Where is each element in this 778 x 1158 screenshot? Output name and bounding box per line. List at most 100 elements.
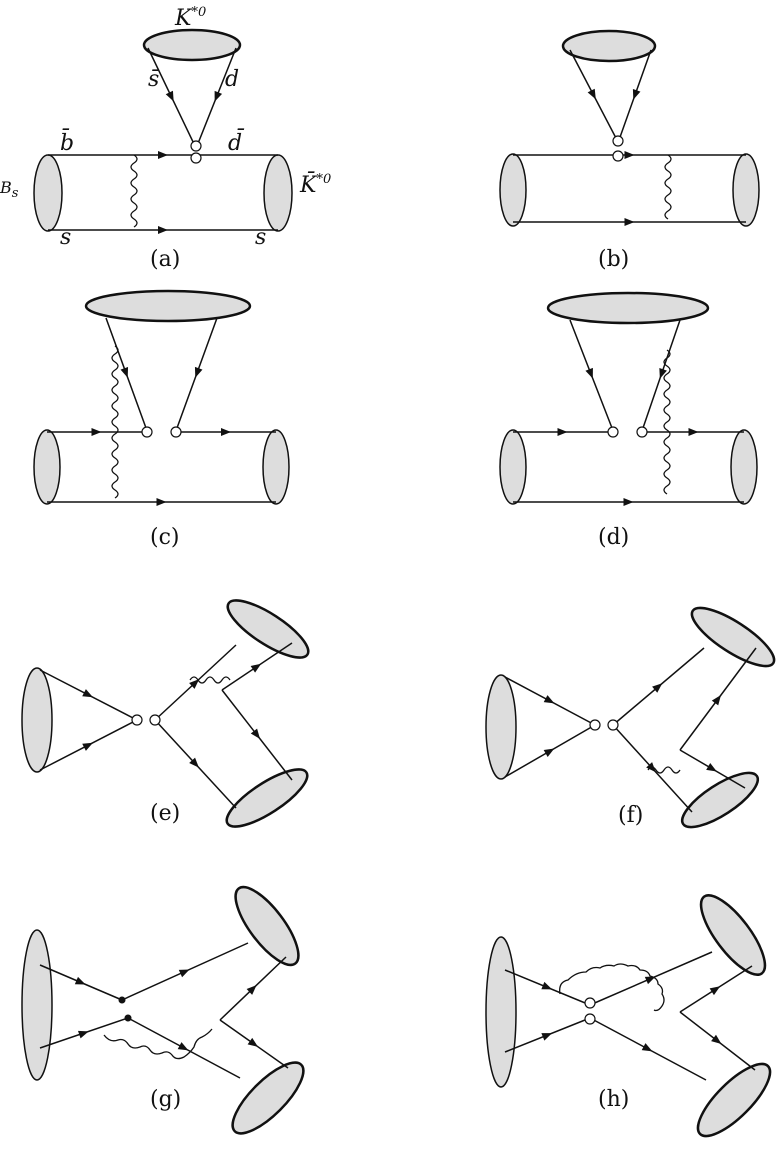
label-dbar: d̄	[228, 128, 245, 156]
meson-left-c	[33, 429, 61, 505]
label-bs: Bs	[0, 178, 19, 201]
arrowhead	[541, 1033, 553, 1041]
panel-d: (d)	[499, 291, 758, 550]
panel-caption-g: (g)	[150, 1087, 181, 1112]
meson-top-a	[142, 28, 242, 62]
vertex-dot	[118, 996, 126, 1004]
arrowhead	[177, 1042, 189, 1051]
arrowhead	[74, 976, 86, 985]
panel-e: (e)	[21, 599, 310, 828]
panel-caption-a: (a)	[150, 247, 180, 272]
panel-g: (g)	[21, 885, 305, 1135]
meson-right-a	[263, 154, 293, 232]
label-s-right: s	[255, 225, 266, 250]
arrowhead	[189, 679, 200, 689]
arrowhead	[189, 757, 199, 768]
arrowhead	[250, 728, 261, 739]
arrowhead	[659, 367, 667, 379]
gluon-line	[664, 154, 672, 220]
arrowhead	[541, 981, 553, 990]
meson-left-h	[485, 936, 517, 1088]
gluon-line	[111, 345, 119, 499]
meson-upper-right-h	[699, 894, 767, 976]
meson-left-g	[21, 929, 53, 1081]
arrowhead	[644, 976, 656, 985]
arrowhead	[158, 151, 168, 159]
label-d: d	[225, 67, 239, 92]
meson-lower-right-g	[231, 1061, 305, 1135]
meson-top-b	[561, 29, 657, 63]
panel-a: K*0 s̄ d b̄ d̄ Bs K̄*0 s s (a)	[0, 5, 331, 272]
vertex-otimes	[607, 719, 619, 731]
meson-left-b	[499, 153, 527, 227]
label-sbar: s̄	[148, 67, 159, 92]
meson-upper-right-f	[690, 606, 776, 668]
vertex-otimes	[190, 152, 202, 164]
panel-caption-h: (h)	[598, 1087, 629, 1112]
panel-f: (f)	[485, 606, 776, 829]
arrowhead	[709, 986, 721, 996]
arrowhead	[247, 1037, 259, 1047]
arrowhead	[688, 428, 699, 436]
gluon-line	[130, 154, 138, 228]
arrowhead	[641, 1043, 653, 1052]
label-bbar: b̄	[60, 128, 74, 156]
arrowhead	[624, 218, 635, 226]
arrowhead	[91, 428, 102, 436]
meson-right-b	[732, 153, 760, 227]
vertex-otimes	[612, 150, 624, 162]
meson-lower-right-e	[225, 768, 309, 828]
arrowhead	[77, 1030, 89, 1039]
meson-left-f	[485, 674, 517, 780]
label-s-left: s	[60, 225, 71, 250]
arrowhead	[194, 366, 203, 378]
panel-caption-d: (d)	[598, 525, 629, 550]
vertex-otimes	[149, 714, 161, 726]
label-kstar0: K*0	[174, 5, 206, 31]
panel-b: (b)	[499, 29, 760, 272]
gluon-line	[663, 349, 671, 495]
arrowhead	[623, 498, 634, 506]
vertex-otimes	[584, 997, 596, 1009]
arrowhead	[82, 689, 93, 698]
arrowhead	[221, 428, 231, 436]
arrowhead	[82, 742, 93, 751]
panel-caption-f: (f)	[618, 803, 643, 828]
arrowhead	[646, 762, 656, 773]
meson-right-d	[730, 429, 758, 505]
meson-left-a	[33, 154, 63, 232]
panel-c: (c)	[33, 289, 290, 550]
vertex-otimes	[190, 140, 202, 152]
arrowhead	[246, 985, 257, 995]
gluon-line	[559, 963, 665, 1012]
meson-left-d	[499, 429, 527, 505]
vertex-otimes	[141, 426, 153, 438]
meson-top-c	[84, 289, 252, 323]
arrowhead	[585, 367, 593, 379]
arrowhead	[624, 151, 635, 159]
arrowhead	[706, 763, 717, 772]
arrowhead	[250, 663, 262, 673]
vertex-otimes	[170, 426, 182, 438]
vertex-otimes	[636, 426, 648, 438]
vertex-otimes	[607, 426, 619, 438]
arrowhead	[652, 683, 663, 693]
label-kbar-star0: K̄*0	[299, 171, 331, 198]
panel-caption-e: (e)	[150, 801, 180, 826]
vertex-otimes	[131, 714, 143, 726]
meson-right-c	[262, 429, 290, 505]
gluon-line	[103, 1028, 213, 1060]
vertex-dot	[124, 1014, 132, 1022]
arrowhead	[711, 694, 721, 706]
arrowhead	[178, 969, 190, 978]
panel-h: (h)	[485, 894, 772, 1138]
vertex-otimes	[589, 719, 601, 731]
arrowhead	[158, 226, 168, 234]
arrowhead	[557, 428, 568, 436]
meson-lower-right-h	[696, 1062, 772, 1138]
arrowhead	[711, 1034, 722, 1045]
meson-left-e	[21, 667, 53, 773]
meson-upper-right-e	[226, 599, 310, 659]
vertex-otimes	[584, 1013, 596, 1025]
